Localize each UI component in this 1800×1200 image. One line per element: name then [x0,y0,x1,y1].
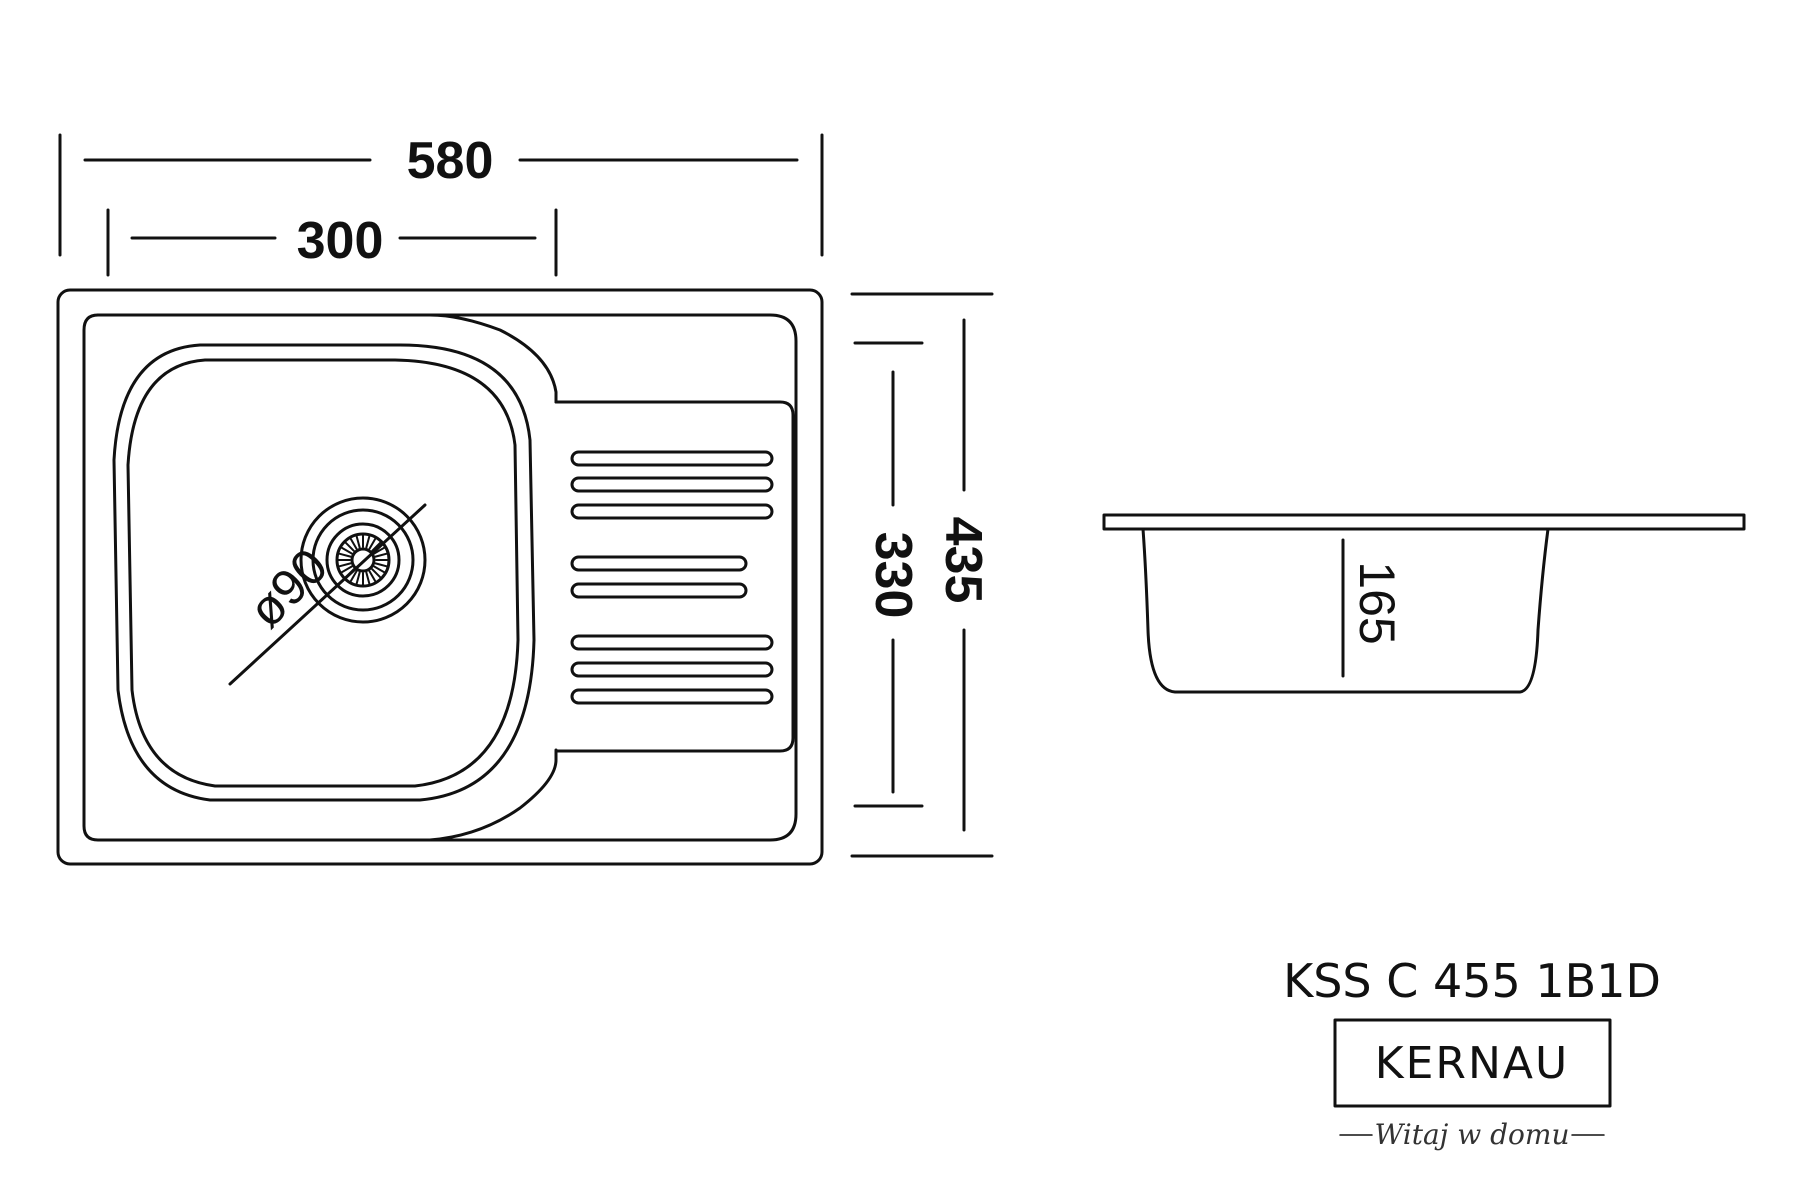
side-bowl [1141,527,1550,694]
side-rim [1102,513,1746,531]
height-total-label: 435 [934,517,992,604]
drain [228,496,427,686]
drain-spoke [337,562,352,568]
brand-tagline: Witaj w domu [1374,1118,1569,1151]
drain-spoke [344,541,355,552]
drain-spoke [355,571,361,586]
drain-spoke [368,570,377,583]
drain-spoke [373,546,386,555]
drain-spoke [365,571,371,586]
drain-spoke [371,568,382,579]
drain-spoke [374,552,389,558]
model-name: KSS C 455 1B1D [1283,954,1661,1008]
sink-outer-rim [56,288,824,866]
drainboard [554,400,795,753]
depth-label: 165 [1349,561,1405,644]
bowl-inner [126,358,520,788]
drain-spoke [373,565,386,574]
brand-name: KERNAU [1375,1038,1569,1089]
drain-spoke [337,552,352,558]
dimension-width-bowl [106,208,558,277]
height-bowl-label: 330 [864,532,922,619]
drain-spoke [365,534,371,549]
sink-inner-rim [96,313,798,842]
dimension-width-total [58,133,824,257]
drain-spoke [340,546,353,555]
dimension-height-bowl [853,341,924,808]
brand-box [1333,1018,1612,1108]
drain-spoke [340,565,353,574]
drainboard-ribs [570,450,774,705]
width-bowl-label: 300 [297,212,384,270]
drain-spoke [355,534,361,549]
dimension-height-total [850,292,994,858]
drain-spoke [349,537,358,550]
width-total-label: 580 [407,132,494,190]
bowl-outer [112,343,536,802]
drain-spoke [374,562,389,568]
sink-top-view [56,288,824,866]
drain-spoke [371,541,382,552]
sink-side-view [1102,513,1746,694]
drain-spoke [344,568,355,579]
drain-spoke [368,537,377,550]
drain-spoke [349,570,358,583]
drain-diameter-label: ø90 [238,538,339,639]
